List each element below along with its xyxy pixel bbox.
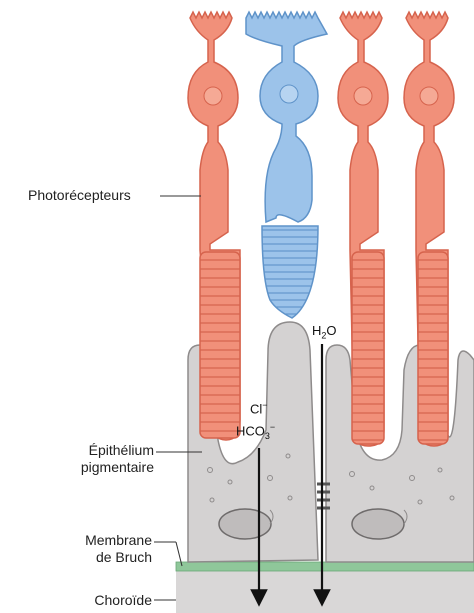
ion-water-h: H (312, 323, 321, 338)
choroid-layer (176, 570, 474, 613)
label-photoreceptors: Photorécepteurs (28, 187, 131, 204)
label-epithelium-line1: Épithélium (40, 442, 154, 459)
ion-chloride-symbol: Cl (250, 401, 262, 416)
ion-water-o: O (326, 323, 336, 338)
ion-water: H2O (312, 323, 337, 344)
bruch-membrane (176, 562, 474, 571)
label-bruch: Membrane de Bruch (40, 532, 152, 566)
label-bruch-line2: de Bruch (40, 549, 152, 566)
rpe-nucleus-right (352, 509, 404, 539)
label-epithelium: Épithélium pigmentaire (40, 442, 154, 476)
ion-chloride-charge: − (262, 400, 267, 410)
label-epithelium-line2: pigmentaire (40, 459, 154, 476)
label-bruch-line1: Membrane (40, 532, 152, 549)
cone-cell (246, 12, 327, 318)
ion-bicarbonate-charge: − (270, 422, 275, 432)
rpe-nucleus-left (219, 509, 271, 539)
label-choroid: Choroïde (40, 592, 152, 609)
ion-bicarbonate-symbol: HCO (236, 423, 265, 438)
ion-chloride: Cl− (250, 398, 268, 416)
ion-bicarbonate: HCO3− (236, 420, 275, 444)
ion-bicarbonate-sub: 3 (265, 431, 270, 441)
